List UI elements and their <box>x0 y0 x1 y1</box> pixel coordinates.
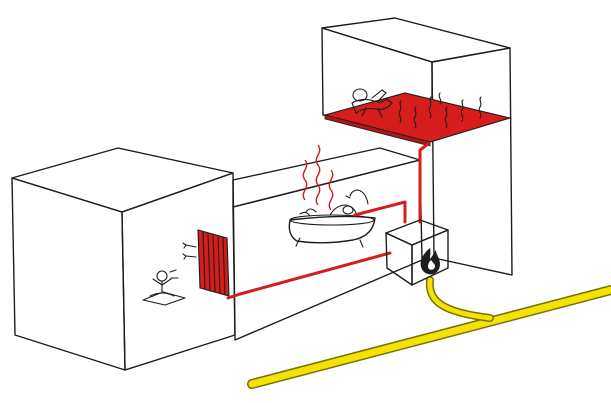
heating-pipes <box>226 142 430 300</box>
boiler <box>385 219 449 286</box>
gas-pipe <box>247 276 611 389</box>
underfloor-heating <box>322 88 513 147</box>
heat-wave-icon <box>398 92 482 129</box>
bathtub <box>288 144 376 248</box>
top-right-building <box>321 17 513 276</box>
seated-person <box>142 269 186 306</box>
middle-building <box>232 147 423 341</box>
radiator <box>182 229 230 297</box>
flame-icon <box>420 248 440 275</box>
heated-floor-edge <box>324 114 431 147</box>
heat-wave-icon <box>182 242 197 260</box>
heat-wave-icon <box>302 144 334 211</box>
resting-person <box>351 88 393 118</box>
heated-floor <box>322 92 513 143</box>
